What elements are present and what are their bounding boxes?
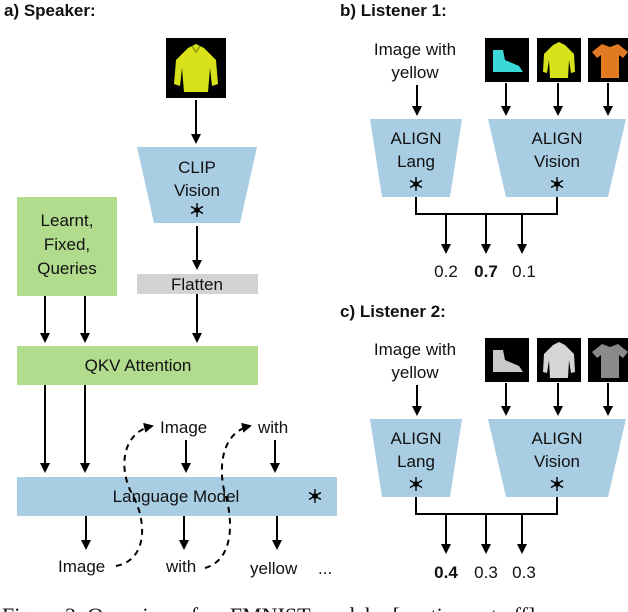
qkv-attention-label: QKV Attention (85, 356, 192, 375)
listener1-join-lines (415, 197, 558, 215)
listener2-align-vision: ALIGN Vision (488, 419, 626, 497)
output-token-image: Image (58, 557, 105, 576)
gray-shoe-icon (485, 338, 529, 382)
flatten-box (137, 274, 258, 294)
queries-box (17, 197, 117, 296)
qkv-attention-box (17, 346, 258, 385)
clip-vision-label-2: Vision (174, 181, 220, 200)
clip-vision-label-1: CLIP (178, 158, 216, 177)
listener2-align-lang: ALIGN Lang (370, 419, 462, 497)
listener2-lang-label-2: Lang (397, 452, 435, 471)
figure-caption: Figure 2: Overview of an FMNIST model...… (2, 603, 535, 612)
listener2-score: 0.3 (474, 563, 498, 582)
listener1-align-vision: ALIGN Vision (488, 119, 626, 197)
gray-shirt-icon (588, 338, 628, 382)
clip-vision-encoder: CLIP Vision (137, 147, 257, 223)
listener1-header: b) Listener 1: (340, 1, 447, 20)
feedback-image-to-image (115, 422, 154, 567)
cyan-shoe-icon (485, 38, 529, 82)
feedback-with-to-with (204, 422, 252, 569)
queries-label-1: Learnt, (41, 211, 94, 230)
listener1-vision-label-1: ALIGN (531, 129, 582, 148)
yellow-jacket-icon (166, 38, 226, 98)
queries-label-2: Fixed, (44, 235, 90, 254)
language-model-label: Language Model (113, 487, 240, 506)
listener1-score: 0.7 (474, 262, 498, 281)
listener2-vision-label-2: Vision (534, 452, 580, 471)
listener1-vision-label-2: Vision (534, 152, 580, 171)
listener1-lang-label-2: Lang (397, 152, 435, 171)
output-token-yellow: yellow (250, 559, 298, 578)
listener2-header: c) Listener 2: (340, 302, 446, 321)
listener2-join-lines (415, 497, 558, 515)
listener2-utterance-1: Image with (374, 340, 456, 359)
output-token-ellipsis: ... (318, 559, 332, 578)
listener1-utterance-2: yellow (391, 63, 439, 82)
listener2-score: 0.4 (434, 563, 458, 582)
listener1-score: 0.2 (434, 262, 458, 281)
listener2-lang-label-1: ALIGN (390, 429, 441, 448)
listener2-vision-label-1: ALIGN (531, 429, 582, 448)
listener2-score: 0.3 (512, 563, 536, 582)
listener2-utterance-2: yellow (391, 363, 439, 382)
gray-jacket-icon (537, 338, 581, 382)
language-model-box (17, 477, 337, 516)
speaker-header: a) Speaker: (4, 1, 96, 20)
output-token-with: with (165, 557, 196, 576)
queries-label-3: Queries (37, 259, 97, 278)
orange-shirt-icon (588, 38, 628, 82)
listener1-lang-label-1: ALIGN (390, 129, 441, 148)
listener1-score: 0.1 (512, 262, 536, 281)
input-token-image: Image (160, 418, 207, 437)
listener1-utterance-1: Image with (374, 40, 456, 59)
listener1-align-lang: ALIGN Lang (370, 119, 462, 197)
input-token-with: with (257, 418, 288, 437)
yellow-jacket-icon (537, 38, 581, 82)
flatten-label: Flatten (171, 275, 223, 294)
